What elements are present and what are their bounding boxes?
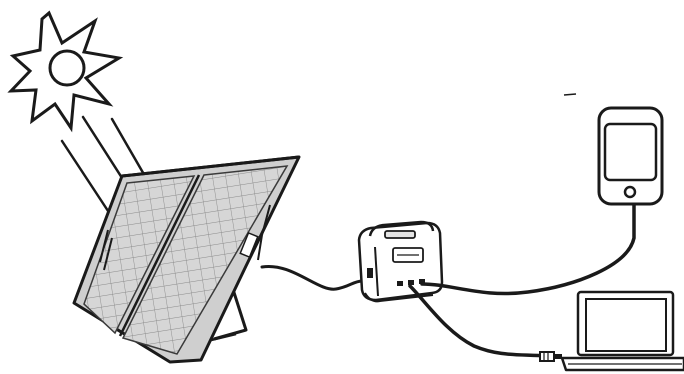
solar-panel-left-half [83, 175, 196, 335]
cable-panel-to-station [260, 264, 364, 291]
smartphone-icon [597, 106, 664, 206]
cable-station-to-phone [420, 202, 636, 296]
stray-mark [563, 93, 577, 96]
power-station-icon [357, 220, 444, 303]
sun-icon [7, 10, 124, 133]
laptop-icon [539, 290, 684, 372]
solar-panel-right-half [121, 165, 289, 355]
solar-panel-icon [72, 155, 301, 364]
cable-station-to-laptop [408, 284, 548, 358]
